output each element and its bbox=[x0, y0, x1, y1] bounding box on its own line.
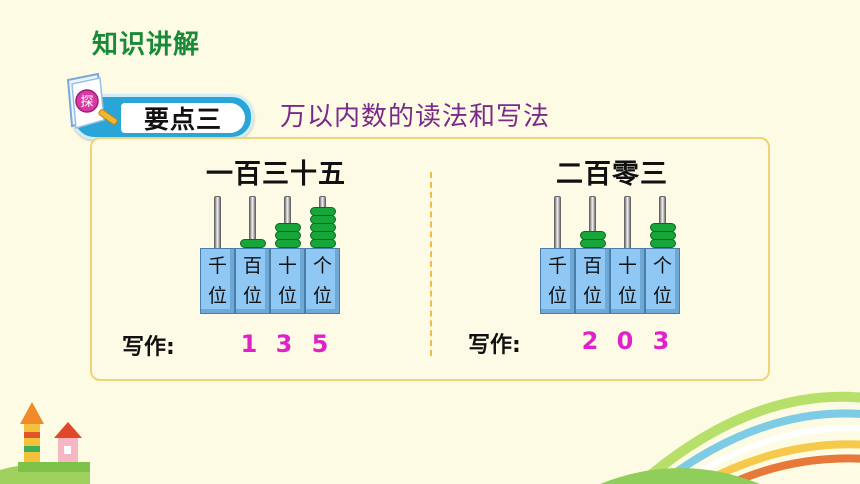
place-label-top: 十 bbox=[617, 255, 637, 277]
abacus-bead bbox=[649, 239, 676, 248]
abacus-bead bbox=[274, 223, 301, 232]
abacus-bead bbox=[309, 231, 336, 240]
abacus-bead bbox=[309, 215, 336, 224]
place-label-bottom: 位 bbox=[312, 285, 332, 307]
section-title: 知识讲解 bbox=[92, 30, 201, 60]
decoration-houses bbox=[18, 402, 90, 472]
place-label-top: 个 bbox=[312, 255, 332, 277]
place-label-bottom: 位 bbox=[617, 285, 637, 307]
panel-divider bbox=[430, 172, 432, 356]
abacus-bead bbox=[579, 239, 606, 248]
write-label-2: 写作: bbox=[468, 333, 521, 358]
badge-pill: 要点三 bbox=[72, 94, 254, 140]
place-label: 百位 bbox=[235, 248, 270, 314]
abacus-1: 千位百位十位个位 bbox=[200, 196, 340, 326]
key-point-badge: 要点三 探 bbox=[58, 70, 258, 150]
abacus-base: 千位百位十位个位 bbox=[540, 248, 680, 314]
abacus-bead bbox=[274, 231, 301, 240]
place-label: 百位 bbox=[575, 248, 610, 314]
place-label-top: 个 bbox=[652, 255, 672, 277]
digit-1-hundreds: 1 bbox=[240, 330, 258, 358]
abacus-bead bbox=[309, 207, 336, 216]
abacus-bead bbox=[309, 223, 336, 232]
digit-2-hundreds: 2 bbox=[581, 327, 599, 355]
place-label: 十位 bbox=[610, 248, 645, 314]
abacus-bead bbox=[274, 239, 301, 248]
digit-2-tens: 0 bbox=[616, 327, 634, 355]
place-label-top: 十 bbox=[277, 255, 297, 277]
abacus-2: 千位百位十位个位 bbox=[540, 196, 680, 326]
example-2-name: 二百零三 bbox=[556, 159, 668, 190]
book-icon: 探 bbox=[66, 72, 118, 129]
digit-2-ones: 3 bbox=[652, 327, 670, 355]
badge-label: 要点三 bbox=[143, 105, 222, 134]
place-label-bottom: 位 bbox=[242, 285, 262, 307]
example-1-name: 一百三十五 bbox=[206, 159, 346, 190]
badge-icon-text: 探 bbox=[80, 95, 93, 110]
headline: 万以内数的读法和写法 bbox=[280, 102, 551, 132]
abacus-bead bbox=[649, 223, 676, 232]
place-label: 千位 bbox=[200, 248, 235, 314]
place-label-bottom: 位 bbox=[652, 285, 672, 307]
place-label-bottom: 位 bbox=[277, 285, 297, 307]
write-label-1: 写作: bbox=[122, 335, 175, 360]
badge-inner: 要点三 bbox=[121, 103, 245, 134]
place-label-bottom: 位 bbox=[207, 285, 227, 307]
place-label-bottom: 位 bbox=[582, 285, 602, 307]
place-label-top: 千 bbox=[547, 255, 567, 277]
abacus-bead bbox=[309, 239, 336, 248]
abacus-bead bbox=[239, 239, 266, 248]
abacus-bead bbox=[649, 231, 676, 240]
place-label-bottom: 位 bbox=[547, 285, 567, 307]
place-label: 十位 bbox=[270, 248, 305, 314]
place-label-top: 千 bbox=[207, 255, 227, 277]
digit-1-tens: 3 bbox=[275, 330, 293, 358]
place-label: 千位 bbox=[540, 248, 575, 314]
digit-1-ones: 5 bbox=[311, 330, 329, 358]
place-label: 个位 bbox=[645, 248, 680, 314]
place-label-top: 百 bbox=[582, 255, 602, 277]
abacus-bead bbox=[579, 231, 606, 240]
place-label-top: 百 bbox=[242, 255, 262, 277]
place-label: 个位 bbox=[305, 248, 340, 314]
abacus-base: 千位百位十位个位 bbox=[200, 248, 340, 314]
